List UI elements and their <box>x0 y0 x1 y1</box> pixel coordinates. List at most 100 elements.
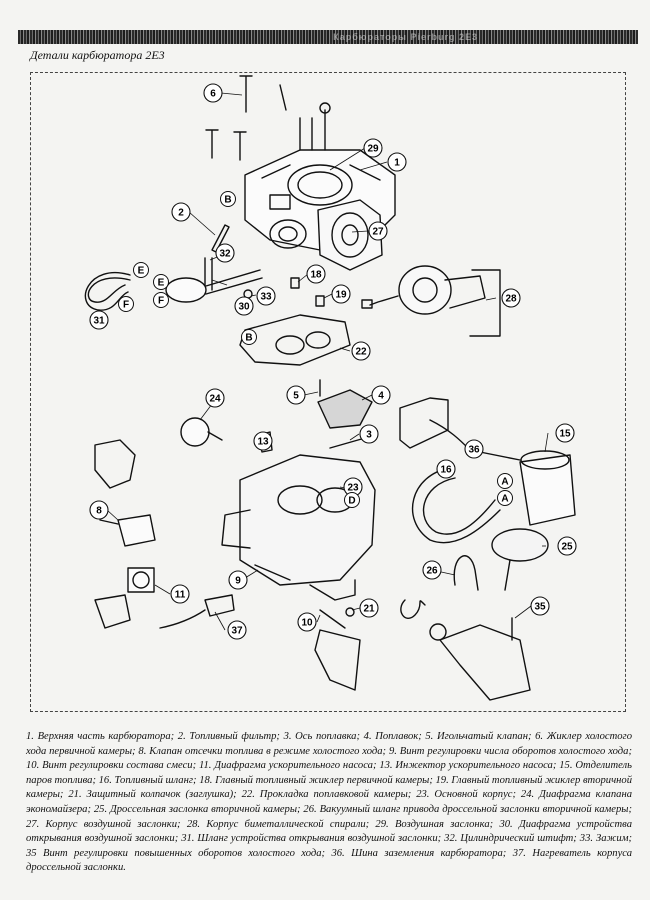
choke-opener-hose <box>87 277 131 303</box>
callout-19: 19 <box>331 284 351 304</box>
callout-label: 23 <box>347 483 359 494</box>
letter-marker-b-top: B <box>220 191 236 207</box>
callout-label: 25 <box>561 542 573 553</box>
float <box>317 389 373 429</box>
callout-21: 21 <box>359 598 379 618</box>
exploded-view-diagram: 1234568910111315161819212223242526272829… <box>84 75 577 701</box>
letter-marker-e-hose: E <box>133 262 149 278</box>
throttle-return-spring <box>400 599 426 619</box>
callout-2: 2 <box>171 202 191 222</box>
callout-33: 33 <box>256 286 276 306</box>
power-valve-diaphragm <box>180 417 223 447</box>
callout-35: 35 <box>530 596 550 616</box>
callout-28: 28 <box>501 288 521 308</box>
callout-label: 3 <box>366 430 372 441</box>
callout-30: 30 <box>234 296 254 316</box>
letter-marker-f-diaphragm: F <box>153 292 169 308</box>
callout-label: 15 <box>559 429 571 440</box>
callout-label: 31 <box>93 316 105 327</box>
float-chamber-gasket <box>239 314 351 366</box>
callout-16: 16 <box>436 459 456 479</box>
secondary-throttle-diaphragm <box>491 528 549 591</box>
idle-speed-screw <box>254 564 291 581</box>
letter-marker-label: A <box>501 494 508 505</box>
figure-caption: Детали карбюратора 2Е3 <box>30 48 165 62</box>
callout-label: 28 <box>505 294 517 305</box>
callout-27: 27 <box>368 221 388 241</box>
callout-label: 16 <box>440 465 452 476</box>
callout-label: 13 <box>257 437 269 448</box>
accelerator-pump-diaphragm <box>94 567 155 629</box>
callout-36: 36 <box>464 439 484 459</box>
callout-22: 22 <box>351 341 371 361</box>
choke-opener-hose-outer <box>84 272 131 311</box>
screw-top-mid <box>233 131 247 161</box>
pin-top <box>279 84 287 111</box>
mixture-screw <box>319 609 346 629</box>
letter-marker-label: F <box>123 300 129 311</box>
header-band-text: Карбюраторы Pierburg 2E3 <box>333 32 478 42</box>
letter-marker-d-body: D <box>344 492 360 508</box>
callout-label: 8 <box>96 506 102 517</box>
callout-13: 13 <box>253 431 273 451</box>
throttle-lever <box>439 624 531 701</box>
callout-label: 11 <box>175 590 186 601</box>
left-bracket <box>94 439 136 489</box>
callout-label: 32 <box>219 249 231 260</box>
callout-8: 8 <box>89 500 109 520</box>
callout-31: 31 <box>89 310 109 330</box>
callout-label: 30 <box>238 302 250 313</box>
letter-marker-a-hose2: A <box>497 490 513 506</box>
callout-3: 3 <box>359 424 379 444</box>
callout-11: 11 <box>170 584 190 604</box>
callout-15: 15 <box>555 423 575 443</box>
callout-26: 26 <box>422 560 442 580</box>
fuel-vapor-separator <box>519 450 576 526</box>
callout-label: 24 <box>209 394 221 405</box>
callout-25: 25 <box>557 536 577 556</box>
spring-washer <box>429 623 447 641</box>
callout-37: 37 <box>227 620 247 640</box>
diagram-frame <box>30 72 626 712</box>
callout-label: 18 <box>310 270 322 281</box>
fuel-hose <box>411 467 501 544</box>
letter-marker-label: D <box>348 496 355 507</box>
callout-label: 21 <box>363 604 375 615</box>
letter-marker-a-hose1: A <box>497 473 513 489</box>
letter-marker-label: B <box>224 195 231 206</box>
callout-layer: 1234568910111315161819212223242526272829… <box>89 83 577 640</box>
callout-1: 1 <box>387 152 407 172</box>
letter-marker-f-hose: F <box>118 296 134 312</box>
callout-24: 24 <box>205 388 225 408</box>
throttle-body-heater <box>204 594 235 617</box>
vacuum-hose <box>453 555 479 591</box>
choke-housing <box>317 199 383 271</box>
callout-29: 29 <box>363 138 383 158</box>
letter-marker-b-gasket: B <box>241 329 257 345</box>
callout-label: 36 <box>468 445 480 456</box>
callout-label: 6 <box>210 89 216 100</box>
callout-5: 5 <box>286 385 306 405</box>
ground-strap-bracket <box>399 397 449 449</box>
callout-label: 5 <box>293 391 299 402</box>
callout-label: 9 <box>235 576 241 587</box>
callout-label: 2 <box>178 208 184 219</box>
callout-label: 35 <box>534 602 546 613</box>
callout-10: 10 <box>297 612 317 632</box>
callout-label: 37 <box>231 626 243 637</box>
callout-label: 4 <box>378 391 384 402</box>
callout-label: 1 <box>394 158 400 169</box>
tamper-cap <box>345 607 355 617</box>
choke-pulldown-diaphragm <box>165 269 263 303</box>
throttle-linkage-left <box>314 629 361 691</box>
letter-marker-label: A <box>501 477 508 488</box>
bimetal-coil-housing <box>361 265 501 337</box>
heater-wire <box>159 609 206 629</box>
header-band: Карбюраторы Pierburg 2E3 <box>18 30 638 44</box>
parts-legend: 1. Верхняя часть карбюратора; 2. Топливн… <box>26 731 632 874</box>
callout-label: 10 <box>301 618 313 629</box>
letter-marker-label: B <box>245 333 252 344</box>
callout-4: 4 <box>371 385 391 405</box>
callout-18: 18 <box>306 264 326 284</box>
